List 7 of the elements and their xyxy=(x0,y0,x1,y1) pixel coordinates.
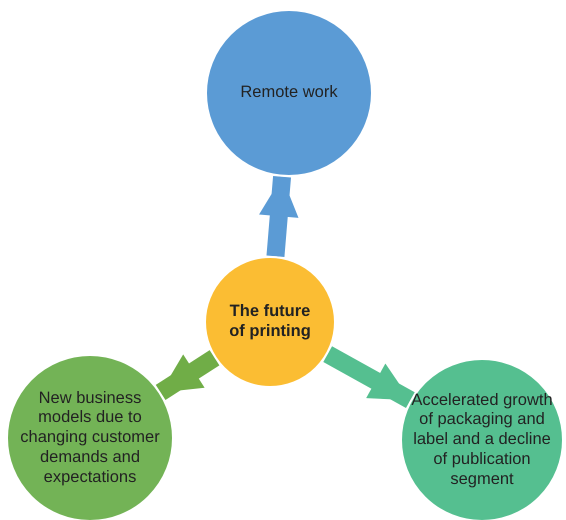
node-label: New business models due to changing customer demands and expectations xyxy=(19,388,161,488)
node-label: The future of printing xyxy=(228,302,312,342)
node-label: Remote work xyxy=(240,83,338,103)
block-arrow xyxy=(323,346,415,408)
block-arrow xyxy=(259,176,298,257)
node-label: Accelerated growth of packaging and label and a decline of publication segment xyxy=(410,390,554,490)
block-arrow xyxy=(156,350,220,400)
